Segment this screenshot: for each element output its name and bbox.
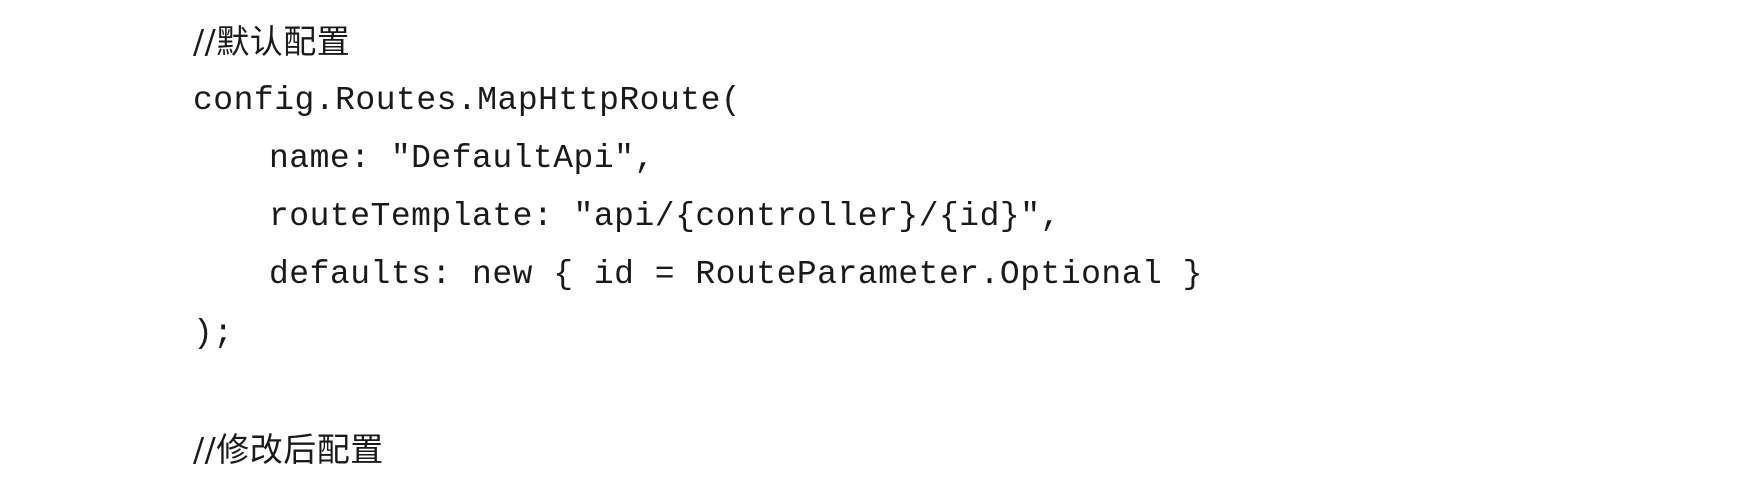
comment-default-config: //默认配置 — [193, 22, 351, 61]
code-line-defaults-arg: defaults: new { id = RouteParameter.Opti… — [269, 256, 1203, 293]
code-line-route-template-arg: routeTemplate: "api/{controller}/{id}", — [269, 198, 1061, 235]
comment-modified-config: //修改后配置 — [193, 430, 384, 469]
code-line-name-arg: name: "DefaultApi", — [269, 140, 655, 177]
code-line-close-paren: ); — [193, 315, 234, 352]
code-line-map-http-route: config.Routes.MapHttpRoute( — [193, 82, 742, 119]
